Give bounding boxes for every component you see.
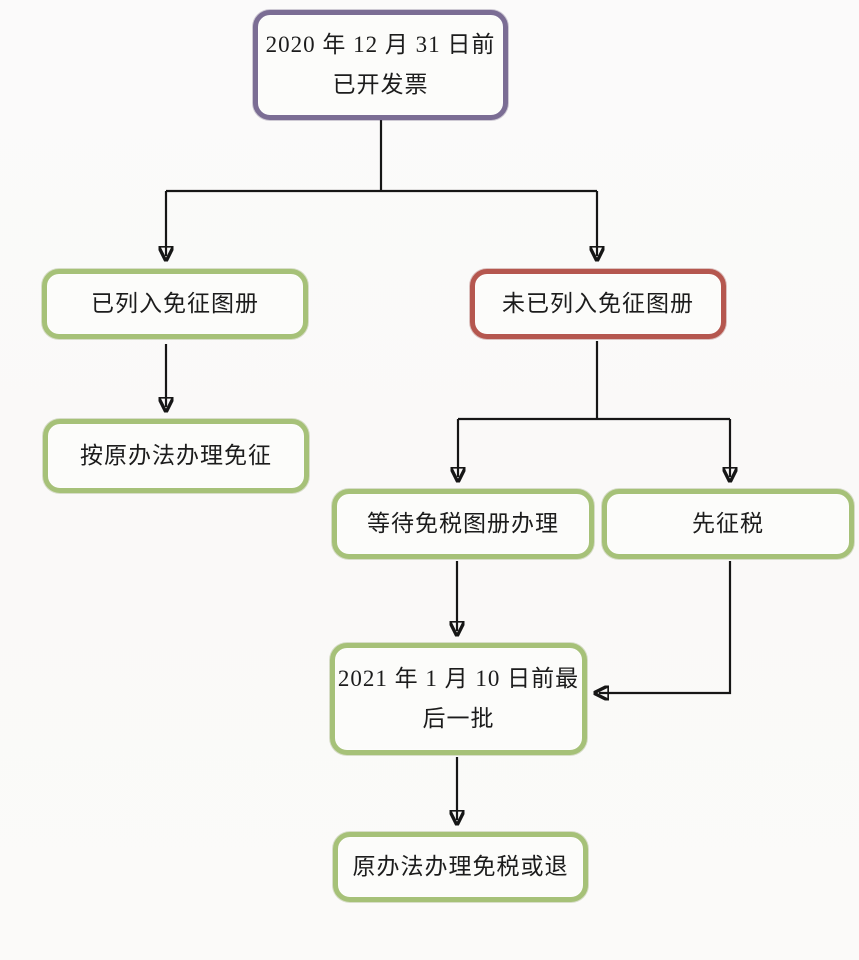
node-not-listed-label: 未已列入免征图册 <box>502 291 694 316</box>
node-last-batch-before-jan-10-2021: 2021 年 1 月 10 日前最 后一批 <box>330 643 587 755</box>
node-last-batch-label: 2021 年 1 月 10 日前最 后一批 <box>337 666 580 731</box>
node-original-method-exemption: 按原办法办理免征 <box>43 419 309 493</box>
node-listed-in-exemption-catalog: 已列入免征图册 <box>42 269 308 339</box>
node-wait-for-catalog: 等待免税图册办理 <box>332 489 594 559</box>
node-tax-first: 先征税 <box>602 489 854 559</box>
node-not-listed-in-exemption-catalog: 未已列入免征图册 <box>470 269 726 339</box>
connector-tax-first-last-batch <box>599 561 732 693</box>
node-tax-first-label: 先征税 <box>692 511 764 536</box>
node-listed-label: 已列入免征图册 <box>91 291 259 316</box>
node-wait-label: 等待免税图册办理 <box>367 511 559 536</box>
node-original-label: 按原办法办理免征 <box>80 443 272 468</box>
node-invoiced-before-2020: 2020 年 12 月 31 日前 已开发票 <box>253 10 508 120</box>
node-invoiced-label: 2020 年 12 月 31 日前 已开发票 <box>265 32 496 97</box>
node-original-method-exempt-or-refund: 原办法办理免税或退 <box>333 832 588 902</box>
node-refund-label: 原办法办理免税或退 <box>352 854 569 879</box>
